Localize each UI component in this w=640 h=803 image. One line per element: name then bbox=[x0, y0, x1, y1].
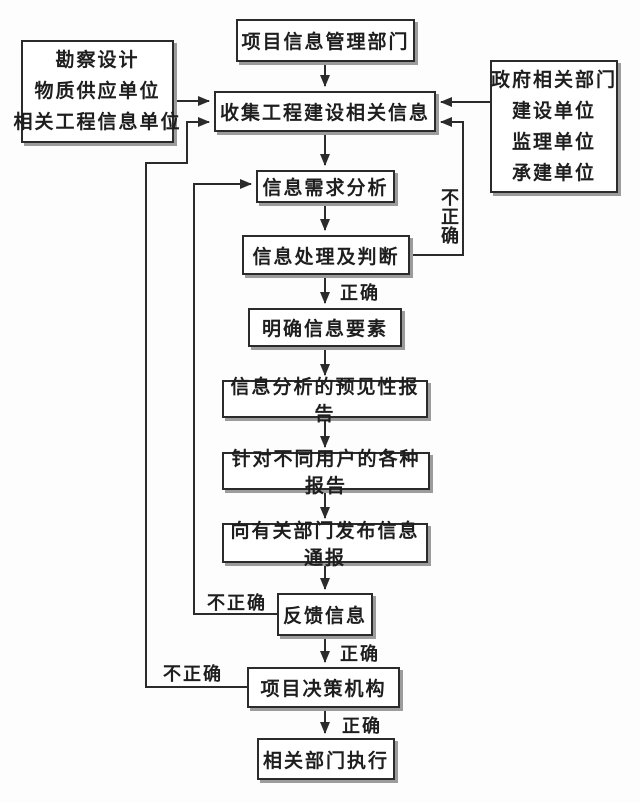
node-left-sources-line1: 勘察设计 bbox=[55, 50, 140, 71]
edge-label-incorrect-decision-loop: 不正确 bbox=[163, 664, 223, 684]
edge-decision-incorrect-loop bbox=[145, 117, 247, 688]
node-left-sources-line3: 相关工程信息单位 bbox=[13, 112, 182, 133]
node-foresight-report: 信息分析的预见性报告 bbox=[222, 377, 428, 425]
node-project-info-dept: 项目信息管理部门 bbox=[236, 19, 415, 62]
node-right-sources-line3: 监理单位 bbox=[511, 131, 596, 153]
node-left-sources: 勘察设计 物质供应单位 相关工程信息单位 bbox=[14, 40, 180, 143]
node-notify-departments: 向有关部门发布信息通报 bbox=[222, 521, 428, 569]
node-user-reports: 针对不同用户的各种报告 bbox=[222, 449, 430, 497]
node-right-sources: 政府相关部门 建设单位 监理单位 承建单位 bbox=[490, 60, 618, 193]
node-demand-analysis: 信息需求分析 bbox=[256, 170, 395, 203]
node-collect-info: 收集工程建设相关信息 bbox=[214, 91, 436, 132]
edge-label-incorrect-feedback-loop: 不正确 bbox=[207, 593, 267, 613]
node-execute-departments: 相关部门执行 bbox=[257, 738, 395, 780]
edge-label-incorrect-process-loop: 不正确 bbox=[439, 188, 459, 245]
node-right-sources-line2: 建设单位 bbox=[511, 100, 596, 122]
node-process-judge: 信息处理及判断 bbox=[242, 235, 410, 275]
edge-feedback-incorrect-loop bbox=[193, 179, 278, 615]
edge-label-correct-after-decision: 正确 bbox=[342, 716, 382, 736]
node-right-sources-line1: 政府相关部门 bbox=[491, 69, 618, 91]
edge-label-correct-after-process: 正确 bbox=[340, 283, 380, 303]
node-clarify-elements: 明确信息要素 bbox=[248, 308, 402, 347]
node-right-sources-line4: 承建单位 bbox=[511, 162, 596, 184]
node-feedback-info: 反馈信息 bbox=[277, 593, 373, 636]
node-decision-body: 项目决策机构 bbox=[247, 667, 400, 708]
edge-process-incorrect-loop bbox=[410, 117, 464, 256]
edge-label-correct-after-feedback: 正确 bbox=[340, 644, 380, 664]
node-left-sources-line2: 物质供应单位 bbox=[34, 81, 161, 102]
